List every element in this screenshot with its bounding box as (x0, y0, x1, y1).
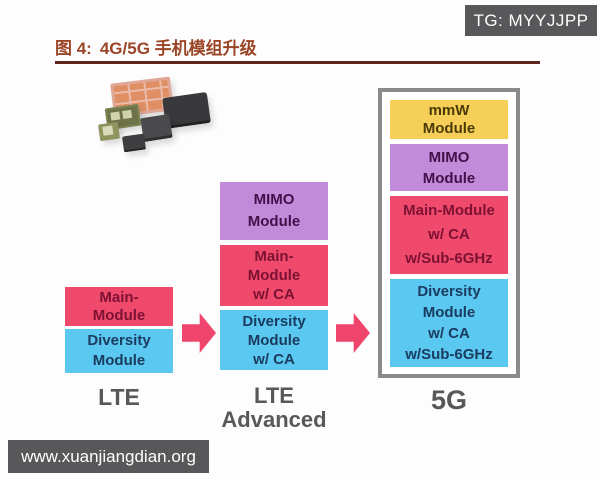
module-line: Module (422, 304, 476, 321)
module-line: w/ CA (428, 325, 470, 342)
module-line: Diversity (242, 312, 306, 330)
module-line: Module (92, 306, 146, 324)
stage-label-5g: 5G (378, 385, 520, 416)
5g-mmw-module-block: mmW Module (390, 100, 508, 139)
chip-medium-dark-module (140, 113, 173, 143)
module-line: Module (247, 213, 301, 230)
chip-small-dark-module (121, 133, 147, 153)
right-arrow-icon (336, 313, 370, 353)
module-line: w/ CA (253, 286, 295, 303)
lte-adv-diversity-module-block: Diversity Module w/ CA (220, 310, 328, 370)
figure-title-text: 4G/5G 手机模组升级 (99, 39, 257, 58)
module-line: Diversity (87, 332, 151, 349)
stage-label-lte: LTE (65, 384, 173, 411)
5g-diversity-module-block: Diversity Module w/ CA w/Sub-6GHz (390, 279, 508, 367)
right-arrow-icon (182, 313, 216, 353)
title-underline (55, 61, 540, 64)
5g-mimo-module-block: MIMO Module (390, 144, 508, 191)
stage-label-line: Advanced (221, 407, 327, 432)
stage-label-line: 5G (430, 385, 468, 415)
telegram-badge: TG: MYYJJPP (465, 5, 597, 36)
module-line: w/Sub-6GHz (405, 250, 493, 267)
module-line: Main- (99, 288, 139, 306)
lte-adv-main-module-block: Main- Module w/ CA (220, 245, 328, 306)
telegram-badge-text: TG: MYYJJPP (473, 10, 589, 30)
module-line: mmW (428, 101, 470, 119)
module-line: Module (422, 119, 476, 137)
figure-number: 图 4: (55, 39, 92, 58)
module-line: Diversity (417, 283, 481, 300)
module-line: Main-Module (403, 202, 495, 219)
module-line: Module (422, 169, 476, 187)
watermark: www.xuanjiangdian.org (8, 440, 209, 473)
5g-main-module-block: Main-Module w/ CA w/Sub-6GHz (390, 196, 508, 274)
module-line: MIMO (428, 148, 470, 166)
module-line: Module (92, 352, 146, 369)
lte-adv-mimo-module-block: MIMO Module (220, 182, 328, 240)
stage-label-lte-advanced: LTE Advanced (204, 384, 344, 432)
stage-label-line: LTE (254, 383, 294, 408)
lte-main-module-block: Main- Module (65, 287, 173, 326)
module-line: w/Sub-6GHz (405, 346, 493, 363)
module-line: Module (247, 331, 301, 349)
chip-small-green-module (97, 121, 121, 142)
5g-module-group-box: mmW Module MIMO Module Main-Module w/ CA… (378, 88, 520, 378)
stage-label-line: LTE (98, 384, 140, 410)
figure-title: 图 4: 4G/5G 手机模组升级 (55, 34, 257, 59)
watermark-text: www.xuanjiangdian.org (21, 446, 196, 466)
module-line: MIMO (253, 191, 295, 208)
module-line: w/ CA (428, 226, 470, 243)
lte-diversity-module-block: Diversity Module (65, 329, 173, 373)
module-line: w/ CA (253, 350, 295, 368)
module-line: Main- (254, 248, 294, 265)
module-line: Module (247, 267, 301, 284)
